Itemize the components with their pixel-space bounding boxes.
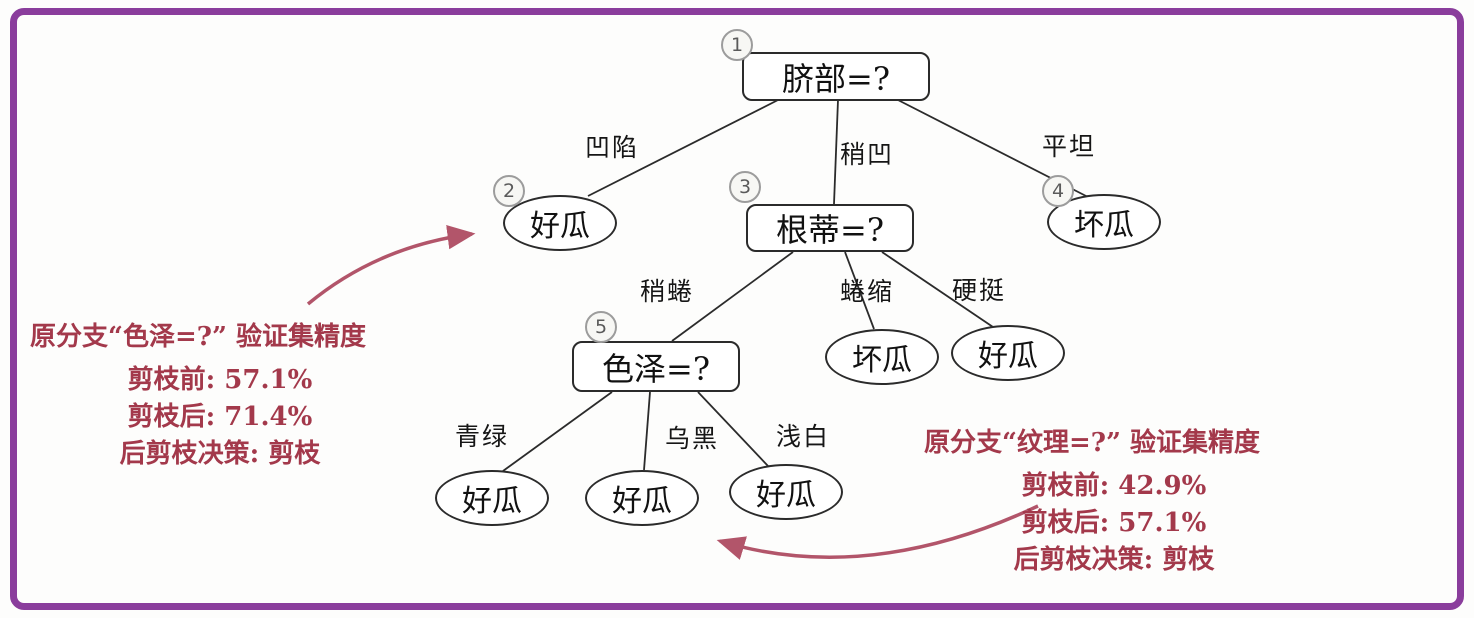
annotation-right: 原分支“纹理=?” 验证集精度 剪枝前: 42.9% 剪枝后: 57.1% 后剪… [924, 422, 1304, 579]
leaf-good-melon-dark: 好瓜 [585, 470, 699, 526]
edge-label-sunken: 凹陷 [585, 133, 640, 162]
annotation-arrow-left [306, 224, 476, 306]
annotation-left-after: 剪枝后: 71.4% [127, 402, 313, 432]
edge-color-to-good-dark [643, 391, 651, 471]
annotation-left-title: 原分支“色泽=?” 验证集精度 [30, 322, 366, 352]
leaf-good-melon-pale: 好瓜 [729, 464, 843, 520]
decision-node-rootstem: 根蒂=? [746, 204, 914, 252]
node-badge-3: 3 [729, 171, 761, 203]
edge-label-stiff: 硬挺 [952, 276, 1007, 305]
annotation-left-decision: 后剪枝决策: 剪枝 [119, 439, 321, 469]
edge-rootstem-to-good [881, 251, 994, 328]
node-badge-5: 5 [585, 311, 617, 343]
edge-label-slightly-sunken: 稍凹 [840, 140, 895, 169]
annotation-right-decision: 后剪枝决策: 剪枝 [1013, 545, 1215, 575]
edge-label-pale: 浅白 [776, 422, 831, 451]
edge-root-to-rootstem [833, 99, 839, 205]
leaf-good-melon-stiff: 好瓜 [951, 325, 1065, 381]
annotation-arrow-right [716, 504, 1039, 560]
annotation-left-before: 剪枝前: 57.1% [127, 365, 313, 395]
edge-rootstem-to-bad [844, 251, 875, 330]
edge-label-flat: 平坦 [1042, 132, 1097, 161]
edge-rootstem-to-color [671, 251, 794, 342]
edge-root-to-good [587, 99, 779, 197]
annotation-right-before: 剪枝前: 42.9% [1021, 471, 1207, 501]
edge-label-slightly-curled: 稍蜷 [640, 277, 695, 306]
node-badge-2: 2 [493, 175, 525, 207]
edge-label-dark: 乌黑 [665, 424, 720, 453]
edge-label-green: 青绿 [455, 422, 510, 451]
node-badge-1: 1 [721, 29, 753, 61]
decision-node-color: 色泽=? [572, 341, 740, 392]
decision-node-navel: 脐部=? [742, 52, 930, 101]
edge-color-to-good-green [502, 391, 613, 472]
node-badge-4: 4 [1042, 175, 1074, 207]
leaf-bad-melon-curled: 坏瓜 [825, 329, 939, 385]
edge-label-curled: 蜷缩 [840, 277, 895, 306]
annotation-right-after: 剪枝后: 57.1% [1021, 508, 1207, 538]
edge-color-to-good-pale [697, 391, 769, 467]
leaf-good-melon-sunken: 好瓜 [503, 195, 617, 251]
annotation-left: 原分支“色泽=?” 验证集精度 剪枝前: 57.1% 剪枝后: 71.4% 后剪… [30, 316, 410, 473]
annotation-right-title: 原分支“纹理=?” 验证集精度 [924, 428, 1260, 458]
leaf-good-melon-green: 好瓜 [435, 470, 549, 526]
